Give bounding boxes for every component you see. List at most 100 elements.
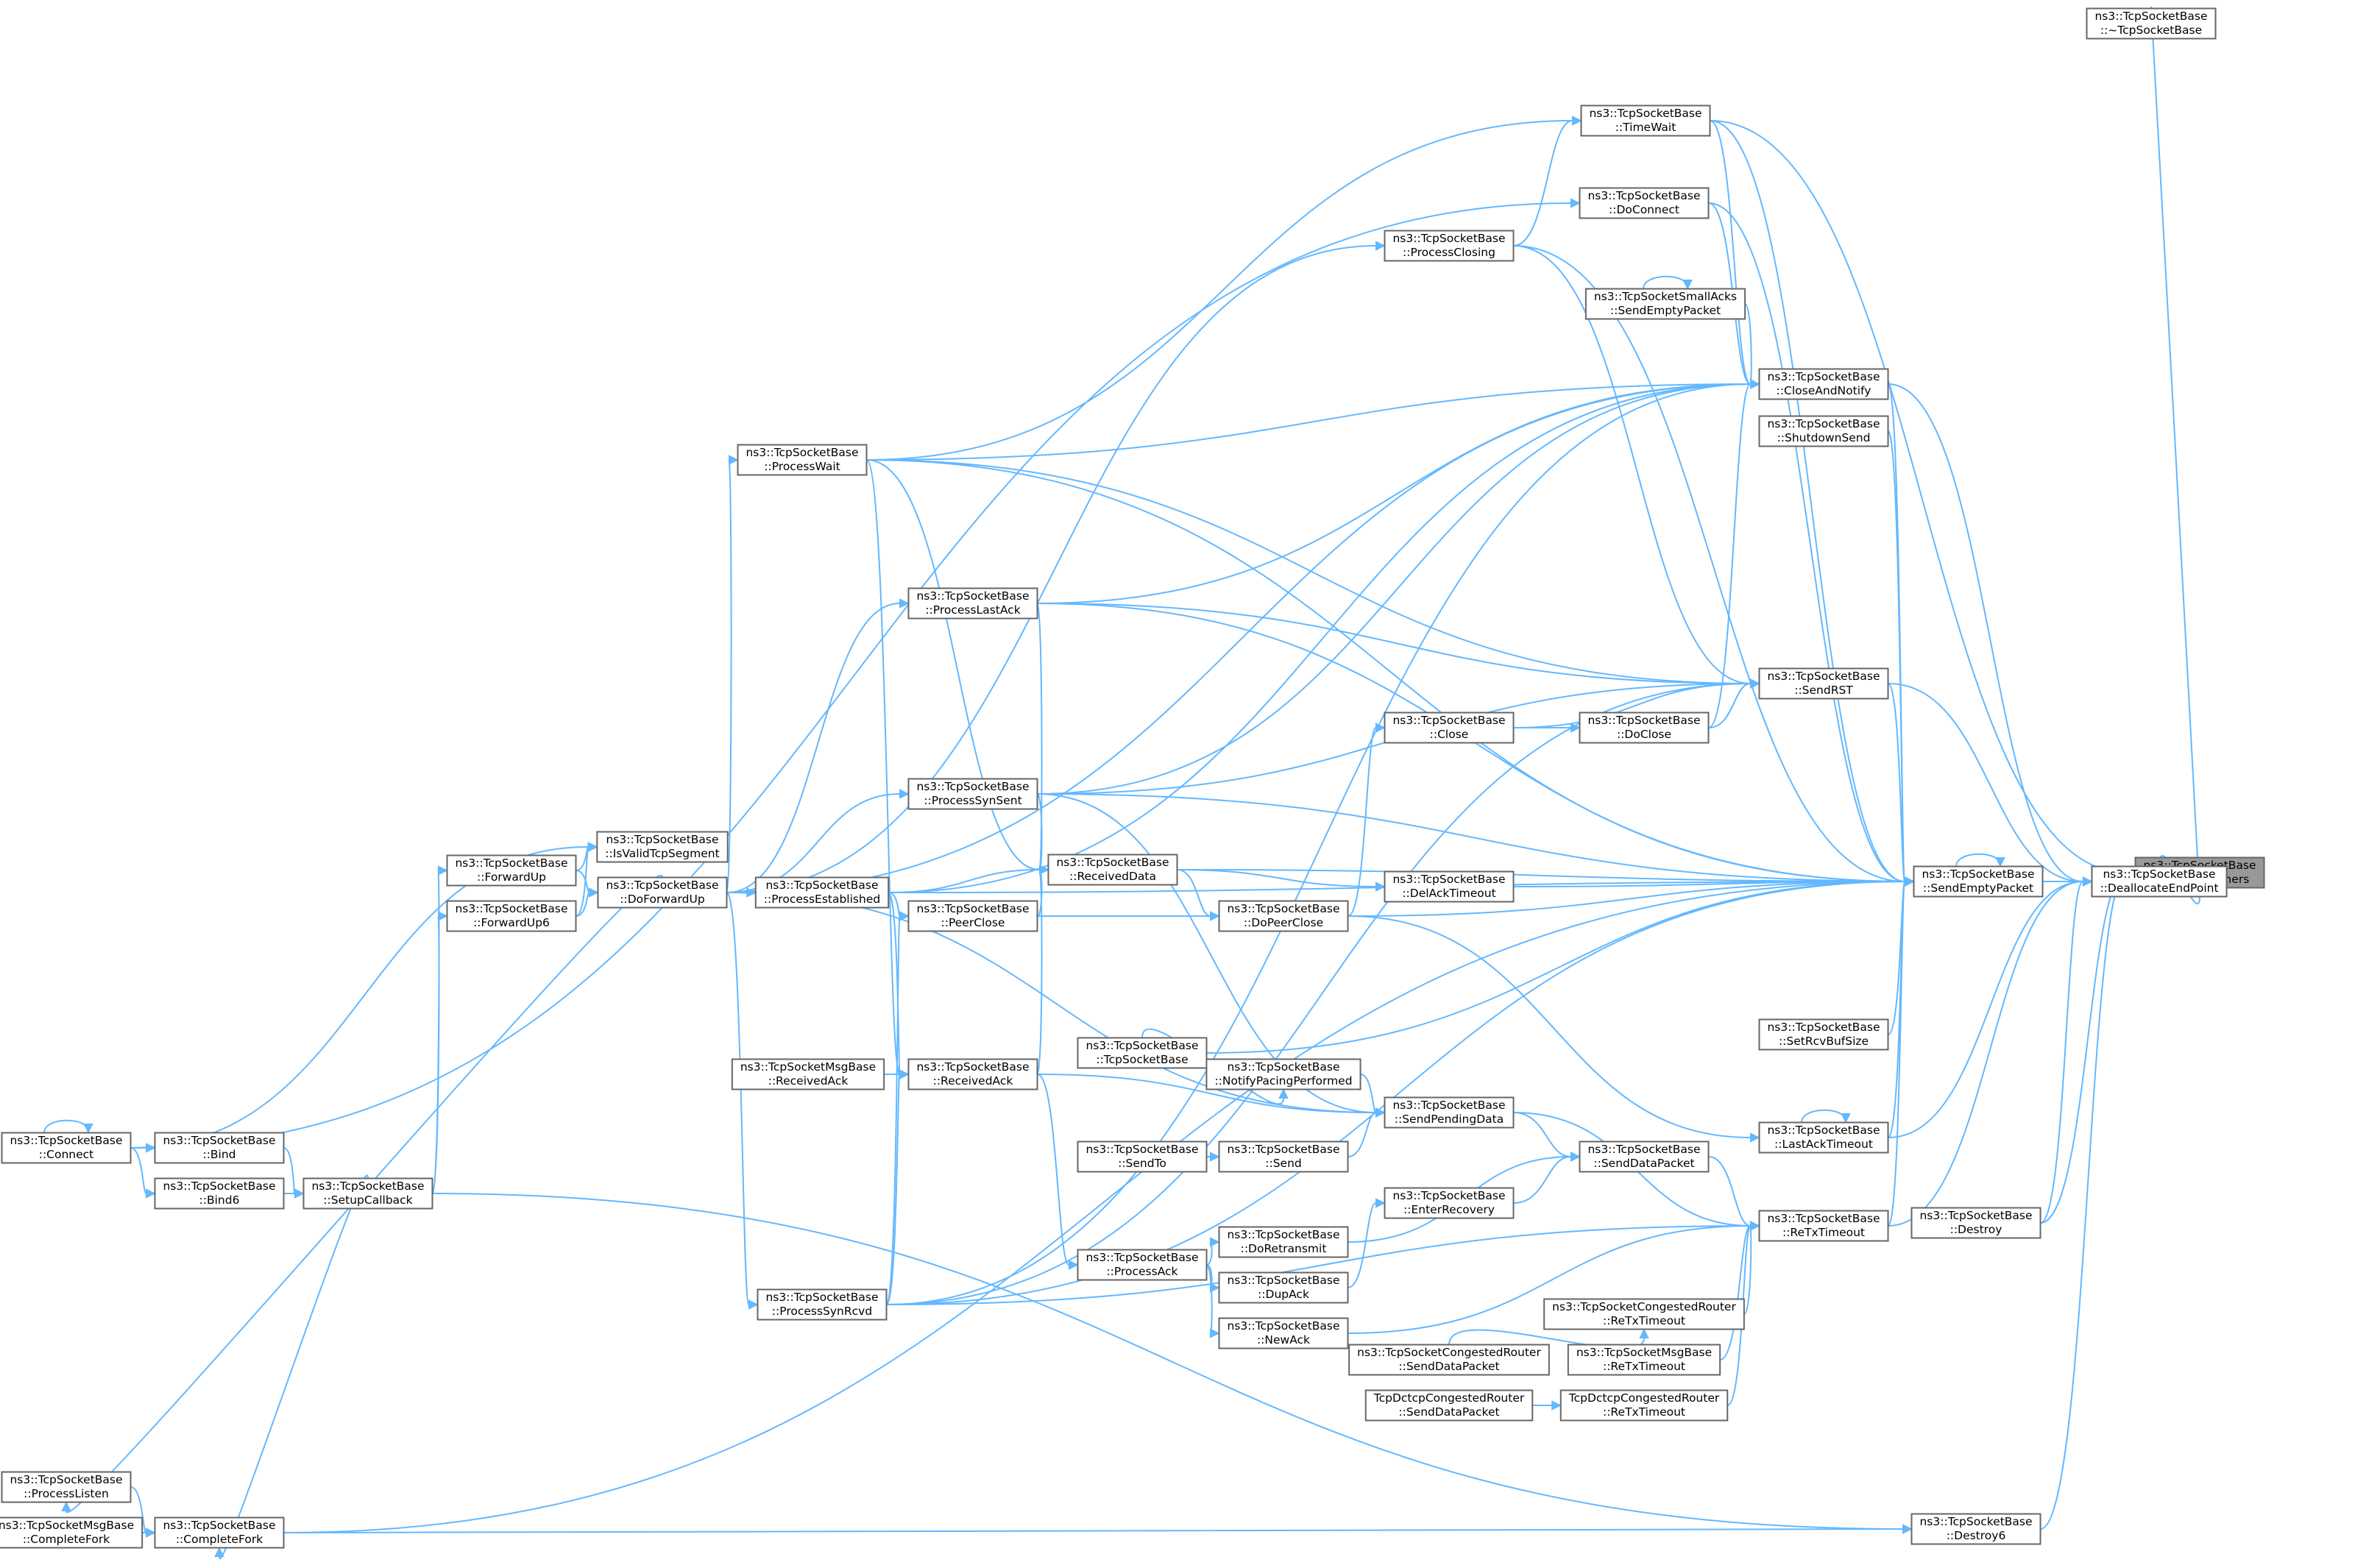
node-enter-recovery[interactable]: ns3::TcpSocketBase::EnterRecovery [1384,1187,1515,1219]
node-label-line1: ns3::TcpSocketBase [606,879,718,892]
node-cong-router-send-data[interactable]: ns3::TcpSocketCongestedRouter::SendDataP… [1348,1344,1550,1376]
node-do-retransmit[interactable]: ns3::TcpSocketBase::DoRetransmit [1218,1226,1349,1258]
node-box [907,778,1038,810]
node-label-line1: TcpDctcpCongestedRouter [1568,1391,1720,1405]
node-forward-up6[interactable]: ns3::TcpSocketBase::ForwardUp6 [446,900,577,932]
node-setup-callback[interactable]: ns3::TcpSocketBase::SetupCallback [302,1177,433,1210]
node-close-and-notify[interactable]: ns3::TcpSocketBase::CloseAndNotify [1758,368,1889,400]
node-send[interactable]: ns3::TcpSocketBase::Send [1218,1140,1349,1173]
node-box [1077,1249,1208,1281]
node-shutdown-send[interactable]: ns3::TcpSocketBase::ShutdownSend [1758,415,1889,447]
node-notify-pacing-performed[interactable]: ns3::TcpSocketBase::NotifyPacingPerforme… [1205,1058,1361,1090]
node-send-to[interactable]: ns3::TcpSocketBase::SendTo [1077,1140,1208,1173]
node-process-syn-rcvd[interactable]: ns3::TcpSocketBase::ProcessSynRcvd [757,1288,888,1321]
node-label-line2: ::DeallocateEndPoint [2100,881,2218,895]
node-process-listen[interactable]: ns3::TcpSocketBase::ProcessListen [1,1471,132,1503]
node-label-line2: ::NewAck [1257,1333,1310,1347]
node-do-peer-close[interactable]: ns3::TcpSocketBase::DoPeerClose [1218,900,1349,932]
node-destroy6[interactable]: ns3::TcpSocketBase::Destroy6 [1910,1513,2041,1545]
node-label-line1: ns3::TcpSocketBase [1767,670,1880,683]
node-bind6[interactable]: ns3::TcpSocketBase::Bind6 [154,1177,285,1210]
node-do-close[interactable]: ns3::TcpSocketBase::DoClose [1579,712,1710,744]
node-label-line1: ns3::TcpSocketBase [163,1134,275,1147]
node-label-line1: ns3::TcpSocketBase [10,1134,122,1147]
node-msg-base-complete-fork[interactable]: ns3::TcpSocketMsgBase::CompleteFork [0,1516,144,1549]
edge [283,1147,305,1199]
node-label-line1: ns3::TcpSocketBase [1227,1060,1339,1074]
node-connect[interactable]: ns3::TcpSocketBase::Connect [1,1132,132,1164]
node-label-line1: ns3::TcpSocketBase [2094,10,2207,23]
node-del-ack-timeout[interactable]: ns3::TcpSocketBase::DelAckTimeout [1384,870,1515,903]
node-send-data-packet[interactable]: ns3::TcpSocketBase::SendDataPacket [1579,1140,1710,1173]
edge [1348,1198,1386,1288]
node-label-line1: ns3::TcpSocketBase [916,589,1029,603]
node-dctcp-re-tx[interactable]: TcpDctcpCongestedRouter::ReTxTimeout [1559,1389,1729,1422]
node-time-wait[interactable]: ns3::TcpSocketBase::TimeWait [1580,104,1711,137]
node-re-tx-timeout[interactable]: ns3::TcpSocketBase::ReTxTimeout [1758,1210,1889,1242]
node-box [1758,368,1889,400]
node-label-line2: ::ProcessSynSent [924,794,1021,807]
node-received-data[interactable]: ns3::TcpSocketBase::ReceivedData [1047,854,1178,886]
node-box [1364,1389,1534,1422]
node-label-line2: ::ForwardUp [477,870,546,884]
edge [1036,603,1049,875]
node-close[interactable]: ns3::TcpSocketBase::Close [1384,712,1515,744]
node-box [1910,1207,2041,1239]
edge [886,678,1760,1305]
node-last-ack-timeout[interactable]: ns3::TcpSocketBase::LastAckTimeout [1758,1121,1889,1154]
node-process-closing[interactable]: ns3::TcpSocketBase::ProcessClosing [1384,230,1515,262]
node-forward-up[interactable]: ns3::TcpSocketBase::ForwardUp [446,854,577,887]
node-set-rcv-buf-size[interactable]: ns3::TcpSocketBase::SetRcvBufSize [1758,1018,1889,1051]
node-box [1584,288,1746,320]
node-box [1758,667,1889,700]
edge [1348,723,1386,917]
node-box [1384,870,1515,903]
edge [1036,793,1049,875]
node-box [1218,1317,1349,1349]
node-box [1913,865,2044,898]
node-box [446,854,577,887]
node-msg-base-re-tx[interactable]: ns3::TcpSocketMsgBase::ReTxTimeout [1567,1344,1721,1376]
node-cong-router-re-tx[interactable]: ns3::TcpSocketCongestedRouter::ReTxTimeo… [1543,1298,1745,1330]
edge [1888,876,2093,1227]
node-label-line1: ns3::TcpSocketBase [916,902,1029,915]
node-label-line1: ns3::TcpSocketBase [765,879,878,892]
node-process-ack[interactable]: ns3::TcpSocketBase::ProcessAck [1077,1249,1208,1281]
node-label-line1: ns3::TcpSocketBase [1227,902,1339,915]
node-is-valid-tcp-segment[interactable]: ns3::TcpSocketBase::IsValidTcpSegment [596,831,729,863]
node-label-line2: ::NotifyPacingPerformed [1214,1074,1352,1088]
node-process-last-ack[interactable]: ns3::TcpSocketBase::ProcessLastAck [907,587,1038,620]
edge [1206,1152,1220,1162]
node-label-line2: ::TimeWait [1615,121,1676,134]
node-destroy[interactable]: ns3::TcpSocketBase::Destroy [1910,1207,2041,1239]
node-destructor[interactable]: ns3::TcpSocketBase::~TcpSocketBase [2086,7,2217,40]
node-small-acks-send-empty-packet[interactable]: ns3::TcpSocketSmallAcks::SendEmptyPacket [1584,288,1746,320]
node-send-pending-data[interactable]: ns3::TcpSocketBase::SendPendingData [1384,1096,1515,1129]
node-do-connect[interactable]: ns3::TcpSocketBase::DoConnect [1579,187,1710,219]
node-send-empty-packet[interactable]: ns3::TcpSocketBase::SendEmptyPacket [1913,865,2044,898]
node-received-ack[interactable]: ns3::TcpSocketBase::ReceivedAck [907,1058,1038,1090]
node-dctcp-send-data[interactable]: TcpDctcpCongestedRouter::SendDataPacket [1364,1389,1534,1422]
node-label-line2: ::Destroy [1950,1223,2002,1236]
node-tcp-socket-base-ctor[interactable]: ns3::TcpSocketBase::TcpSocketBase [1077,1037,1208,1069]
edge [865,459,910,1079]
node-process-established[interactable]: ns3::TcpSocketBase::ProcessEstablished [754,876,890,909]
node-process-wait[interactable]: ns3::TcpSocketBase::ProcessWait [737,444,868,476]
node-msg-base-received-ack[interactable]: ns3::TcpSocketMsgBase::ReceivedAck [731,1058,885,1090]
node-box [154,1132,285,1164]
node-complete-fork[interactable]: ns3::TcpSocketBase::CompleteFork [154,1516,285,1549]
node-label-line2: ::ProcessClosing [1403,246,1495,259]
node-label-line2: ::Send [1265,1157,1301,1170]
node-do-forward-up[interactable]: ns3::TcpSocketBase::DoForwardUp [597,876,728,909]
node-send-rst[interactable]: ns3::TcpSocketBase::SendRST [1758,667,1889,700]
node-new-ack[interactable]: ns3::TcpSocketBase::NewAck [1218,1317,1349,1349]
node-peer-close[interactable]: ns3::TcpSocketBase::PeerClose [907,900,1038,932]
node-dup-ack[interactable]: ns3::TcpSocketBase::DupAck [1218,1271,1349,1304]
node-label-line1: ns3::TcpSocketBase [1767,370,1880,383]
node-deallocate-end-point[interactable]: ns3::TcpSocketBase::DeallocateEndPoint [2091,865,2228,898]
node-label-line1: ns3::TcpSocketCongestedRouter [1552,1300,1736,1313]
node-bind[interactable]: ns3::TcpSocketBase::Bind [154,1132,285,1164]
node-box [1758,1210,1889,1242]
node-process-syn-sent[interactable]: ns3::TcpSocketBase::ProcessSynSent [907,778,1038,810]
node-box [0,1516,144,1549]
